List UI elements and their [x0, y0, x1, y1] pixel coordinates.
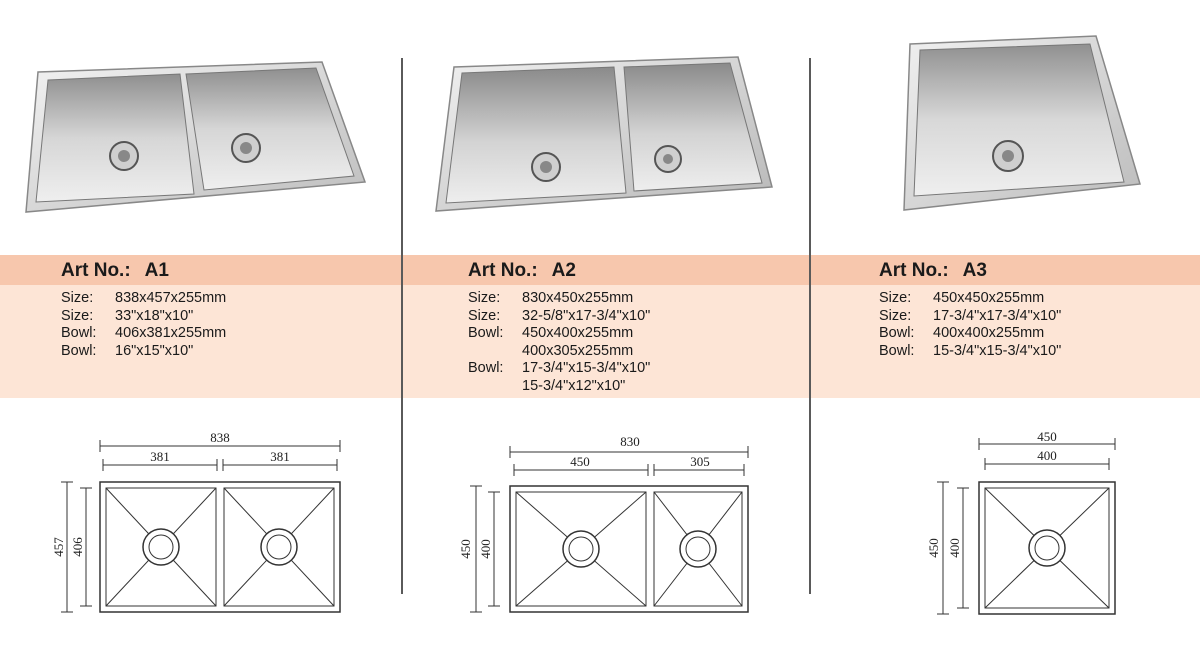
sink-photo-a1	[25, 61, 367, 213]
spec-row: Bowl: 17-3/4"x15-3/4"x10"	[468, 360, 650, 378]
product-a3: Art No.: A3 Size: 450x450x255mm Size: 17…	[879, 256, 1061, 360]
sink-photo-a3	[903, 35, 1141, 211]
specs-band	[0, 285, 1200, 398]
art-number: Art No.: A3	[879, 256, 1061, 286]
dimension-bowl-depth: 406	[70, 537, 85, 557]
spec-key: Bowl:	[61, 342, 97, 359]
dimension-overall-depth: 450	[460, 539, 473, 559]
spec-key: Bowl:	[879, 342, 915, 359]
spec-key: Bowl:	[879, 325, 915, 341]
art-number: Art No.: A1	[61, 256, 226, 286]
spec-value: 450x450x255mm	[933, 290, 1045, 306]
dimension-overall-width: 838	[210, 430, 230, 445]
art-label: Art No.:	[61, 260, 131, 281]
dimension-bowl-depth: 400	[947, 538, 962, 558]
spec-value: 17-3/4"x17-3/4"x10"	[933, 307, 1062, 324]
spec-key: Size:	[879, 290, 912, 306]
spec-key-empty	[468, 378, 522, 396]
art-number: Art No.: A2	[468, 256, 650, 286]
spec-row: Size: 17-3/4"x17-3/4"x10"	[879, 308, 1061, 326]
drawing-a2: 830 450 305 450 400	[460, 434, 749, 613]
spec-row: Bowl: 15-3/4"x15-3/4"x10"	[879, 343, 1061, 361]
dimension-overall-depth: 450	[926, 538, 941, 558]
spec-row: Size: 838x457x255mm	[61, 290, 226, 308]
spec-list: Size: 450x450x255mm Size: 17-3/4"x17-3/4…	[879, 290, 1061, 360]
spec-row: Bowl: 450x400x255mm	[468, 325, 650, 343]
art-number-band	[0, 255, 1200, 285]
spec-value: 838x457x255mm	[115, 290, 227, 306]
spec-key: Bowl:	[468, 325, 504, 341]
spec-value: 17-3/4"x15-3/4"x10"	[522, 360, 651, 376]
sink-photo-a2	[435, 56, 773, 212]
dimension-overall-width: 830	[620, 434, 640, 449]
spec-key: Bowl:	[468, 360, 504, 376]
spec-row: Bowl: 406x381x255mm	[61, 325, 226, 343]
dimension-bowl-width-1: 381	[150, 449, 170, 464]
dimension-bowl-depth: 400	[478, 539, 493, 559]
spec-value: 15-3/4"x15-3/4"x10"	[933, 342, 1062, 359]
spec-key: Size:	[61, 290, 94, 306]
divider-line-2	[809, 58, 811, 594]
dimension-bowl-width: 400	[1037, 448, 1057, 463]
dimension-overall-depth: 457	[51, 537, 66, 557]
spec-key-empty	[468, 343, 522, 361]
art-number-value: A2	[551, 260, 576, 281]
spec-row: Bowl: 400x400x255mm	[879, 325, 1061, 343]
spec-key: Size:	[468, 290, 501, 306]
spec-row: Size: 830x450x255mm	[468, 290, 650, 308]
spec-key: Size:	[879, 307, 912, 324]
drawing-a1: 838 381 381 457 406	[51, 430, 341, 613]
spec-value: 450x400x255mm	[522, 325, 634, 341]
spec-value: 15-3/4"x12"x10"	[522, 377, 626, 394]
product-a2: Art No.: A2 Size: 830x450x255mm Size: 32…	[468, 256, 650, 395]
dimension-bowl-width-2: 305	[690, 454, 710, 469]
spec-list: Size: 830x450x255mm Size: 32-5/8"x17-3/4…	[468, 290, 650, 395]
product-a1: Art No.: A1 Size: 838x457x255mm Size: 33…	[61, 256, 226, 360]
spec-value: 16"x15"x10"	[115, 342, 194, 359]
spec-value: 400x305x255mm	[522, 342, 634, 359]
spec-row: 15-3/4"x12"x10"	[468, 378, 650, 396]
art-number-value: A3	[962, 260, 987, 281]
spec-key: Bowl:	[61, 325, 97, 341]
spec-value: 33"x18"x10"	[115, 307, 194, 324]
spec-value: 400x400x255mm	[933, 325, 1045, 341]
divider-line-1	[401, 58, 403, 594]
spec-key: Size:	[61, 307, 94, 324]
spec-row: 400x305x255mm	[468, 343, 650, 361]
spec-value: 830x450x255mm	[522, 290, 634, 306]
art-label: Art No.:	[879, 260, 949, 281]
spec-list: Size: 838x457x255mm Size: 33"x18"x10" Bo…	[61, 290, 226, 360]
art-label: Art No.:	[468, 260, 538, 281]
spec-value: 32-5/8"x17-3/4"x10"	[522, 307, 651, 324]
art-number-value: A1	[144, 260, 169, 281]
dimension-overall-width: 450	[1037, 430, 1057, 444]
spec-value: 406x381x255mm	[115, 325, 227, 341]
spec-row: Size: 32-5/8"x17-3/4"x10"	[468, 308, 650, 326]
drawing-a3: 450 400 450 400	[926, 430, 1116, 615]
spec-row: Size: 33"x18"x10"	[61, 308, 226, 326]
dimension-bowl-width-1: 450	[570, 454, 590, 469]
spec-key: Size:	[468, 307, 501, 324]
dimension-bowl-width-2: 381	[270, 449, 290, 464]
spec-row: Bowl: 16"x15"x10"	[61, 343, 226, 361]
spec-row: Size: 450x450x255mm	[879, 290, 1061, 308]
